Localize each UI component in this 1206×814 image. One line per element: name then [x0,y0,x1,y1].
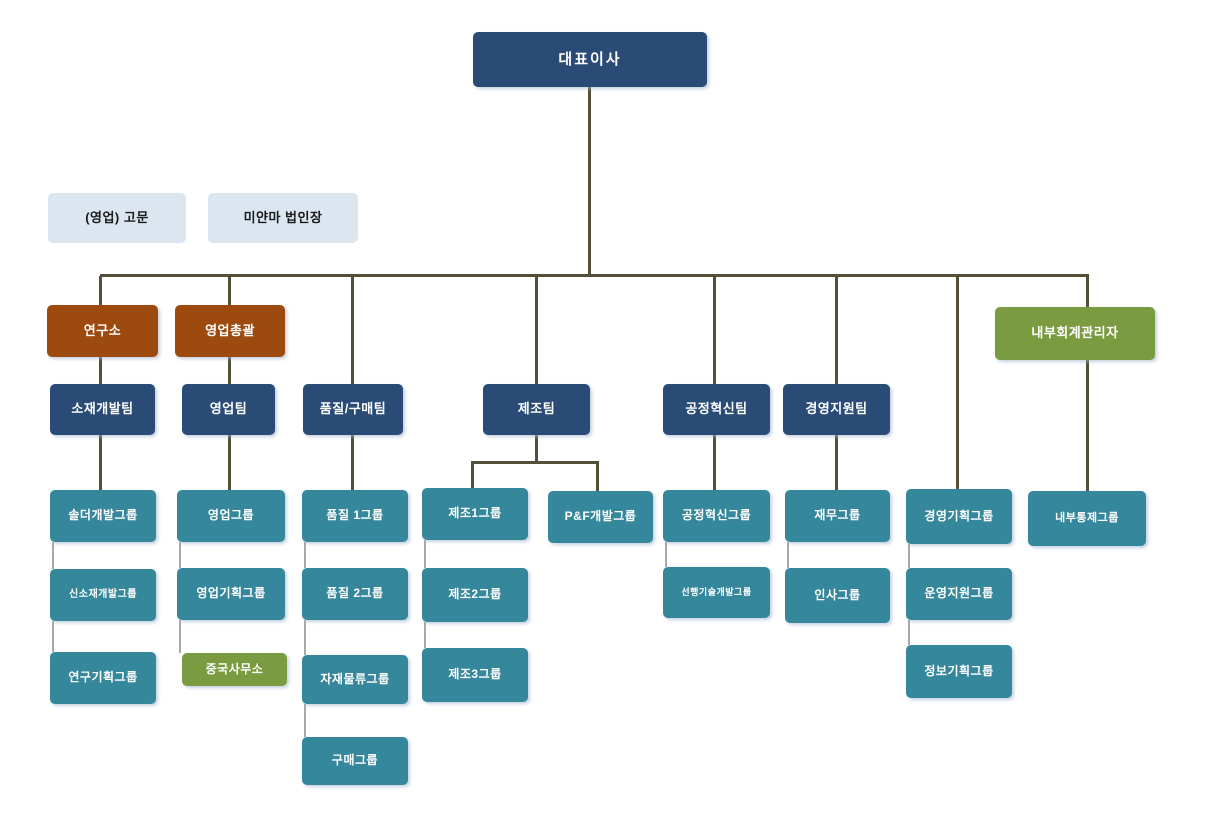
rail-material-col-2 [52,621,54,652]
node-group-quality-2: 품질 2그룹 [302,568,408,620]
node-group-finance: 재무그룹 [785,490,890,542]
node-sales-head: 영업총괄 [175,305,285,357]
node-team-management-support: 경영지원팀 [783,384,890,435]
node-group-management-planning: 경영기획그룹 [906,489,1012,544]
rail-sales-col-2 [179,620,181,653]
node-team-process-innovation: 공정혁신팀 [663,384,770,435]
connector-drop-internal-control [1086,276,1089,492]
rail-quality-col-1 [304,542,306,568]
connector-drop-sales-head [228,276,231,307]
node-ceo: 대표이사 [473,32,707,87]
node-group-research-planning: 연구기획그룹 [50,652,156,704]
connector-mfg-branch-left [471,461,474,489]
connector-trunk [588,87,591,275]
connector-quality-to-q1 [351,433,354,491]
connector-drop-research [99,276,102,307]
node-team-quality-purchasing: 품질/구매팀 [303,384,403,435]
node-group-process-innovation: 공정혁신그룹 [663,490,770,542]
rail-mfg-col-1 [424,540,426,568]
rail-mgmt-col-1 [787,542,789,568]
node-group-info-planning: 정보기획그룹 [906,645,1012,698]
node-group-operation-support: 운영지원그룹 [906,568,1012,620]
connector-research-to-material [99,355,102,386]
connector-main-horizontal [100,274,1089,277]
rail-quality-col-3 [304,704,306,737]
node-group-hr: 인사그룹 [785,568,890,623]
connector-drop-planning-column [956,276,959,490]
connector-drop-quality-team [351,276,354,386]
node-team-material-dev: 소재개발팀 [50,384,155,435]
node-myanmar-branch-head: 미얀마 법인장 [208,193,358,243]
rail-material-col-1 [52,542,54,569]
rail-planning-col-2 [908,620,910,645]
node-group-pf-dev: P&F개발그룹 [548,491,653,543]
connector-process-to-group [713,433,716,491]
node-group-internal-control: 내부통제그룹 [1028,491,1146,546]
node-team-manufacturing: 제조팀 [483,384,590,435]
connector-drop-mfg-team [535,276,538,386]
connector-drop-mgmt-team [835,276,838,386]
node-group-new-material-dev: 신소재개발그룹 [50,569,156,621]
node-team-sales: 영업팀 [182,384,275,435]
connector-mfg-branch-right [596,461,599,492]
rail-process-col-1 [665,542,667,567]
node-sales-advisor: (영업) 고문 [48,193,186,243]
connector-material-to-solder [99,433,102,491]
node-internal-accounting-manager: 내부회계관리자 [995,307,1155,360]
node-group-quality-1: 품질 1그룹 [302,490,408,542]
node-research-institute: 연구소 [47,305,158,357]
rail-sales-col-1 [179,542,181,568]
node-group-mfg-2: 제조2그룹 [422,568,528,622]
node-china-office: 중국사무소 [182,653,287,686]
connector-mfg-branch-stem [535,433,538,463]
connector-saleshead-to-sales [228,355,231,386]
rail-planning-col-1 [908,544,910,568]
node-group-material-logistics: 자재물류그룹 [302,655,408,704]
connector-mfg-branch-horizontal [471,461,599,464]
rail-mfg-col-2 [424,622,426,648]
node-group-advanced-tech-dev: 선행기술개발그룹 [663,567,770,618]
node-group-purchasing: 구매그룹 [302,737,408,785]
node-group-mfg-3: 제조3그룹 [422,648,528,702]
node-group-sales: 영업그룹 [177,490,285,542]
node-group-mfg-1: 제조1그룹 [422,488,528,540]
connector-sales-to-salesgroup [228,433,231,491]
rail-quality-col-2 [304,620,306,655]
node-group-sales-planning: 영업기획그룹 [177,568,285,620]
connector-mgmt-to-finance [835,433,838,491]
connector-drop-process-team [713,276,716,386]
node-group-solder-dev: 솔더개발그룹 [50,490,156,542]
